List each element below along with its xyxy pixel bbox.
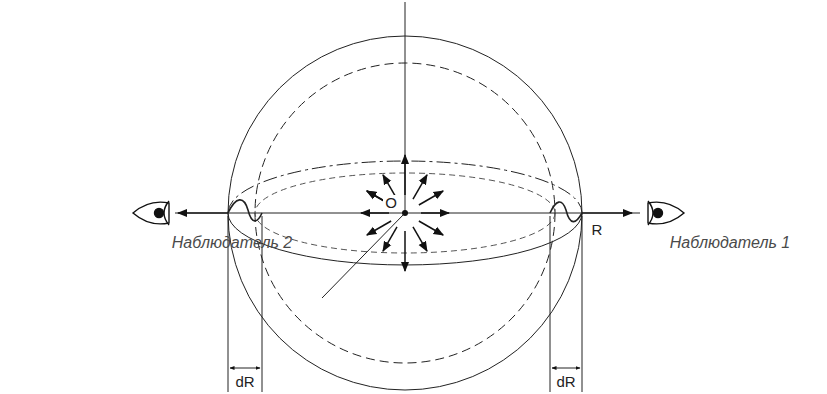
center-point [402, 210, 408, 216]
observer-eye [133, 201, 169, 225]
observer-label: Наблюдатель 2 [172, 234, 292, 252]
emission-arrow [413, 175, 427, 199]
ray-arrow [178, 212, 228, 214]
dimension-arrow [552, 368, 580, 369]
emission-arrow [383, 227, 397, 251]
ray-arrow [582, 212, 632, 214]
radial-arrows [361, 155, 449, 271]
emission-arrow [413, 227, 427, 251]
observer-eye [648, 201, 684, 225]
vertical-axis [405, 2, 406, 213]
emission-arrow [361, 212, 389, 214]
wave-packet [550, 202, 582, 222]
observer-label: Наблюдатель 1 [670, 234, 790, 252]
emission-arrow [419, 191, 443, 205]
dimension-label: dR [554, 374, 577, 391]
emission-arrow [404, 155, 406, 195]
dimension-label: dR [233, 374, 256, 391]
diagonal-axis [322, 213, 405, 298]
radius-label: R [590, 222, 605, 239]
extension-line [550, 216, 551, 392]
wave-packet [228, 200, 262, 221]
emission-arrow [421, 212, 449, 214]
emission-arrow [367, 221, 391, 235]
emission-arrow [404, 231, 406, 271]
emission-arrow [419, 221, 443, 235]
dimension-arrow [230, 368, 260, 369]
extension-line [582, 216, 583, 392]
center-label: O [383, 195, 399, 212]
